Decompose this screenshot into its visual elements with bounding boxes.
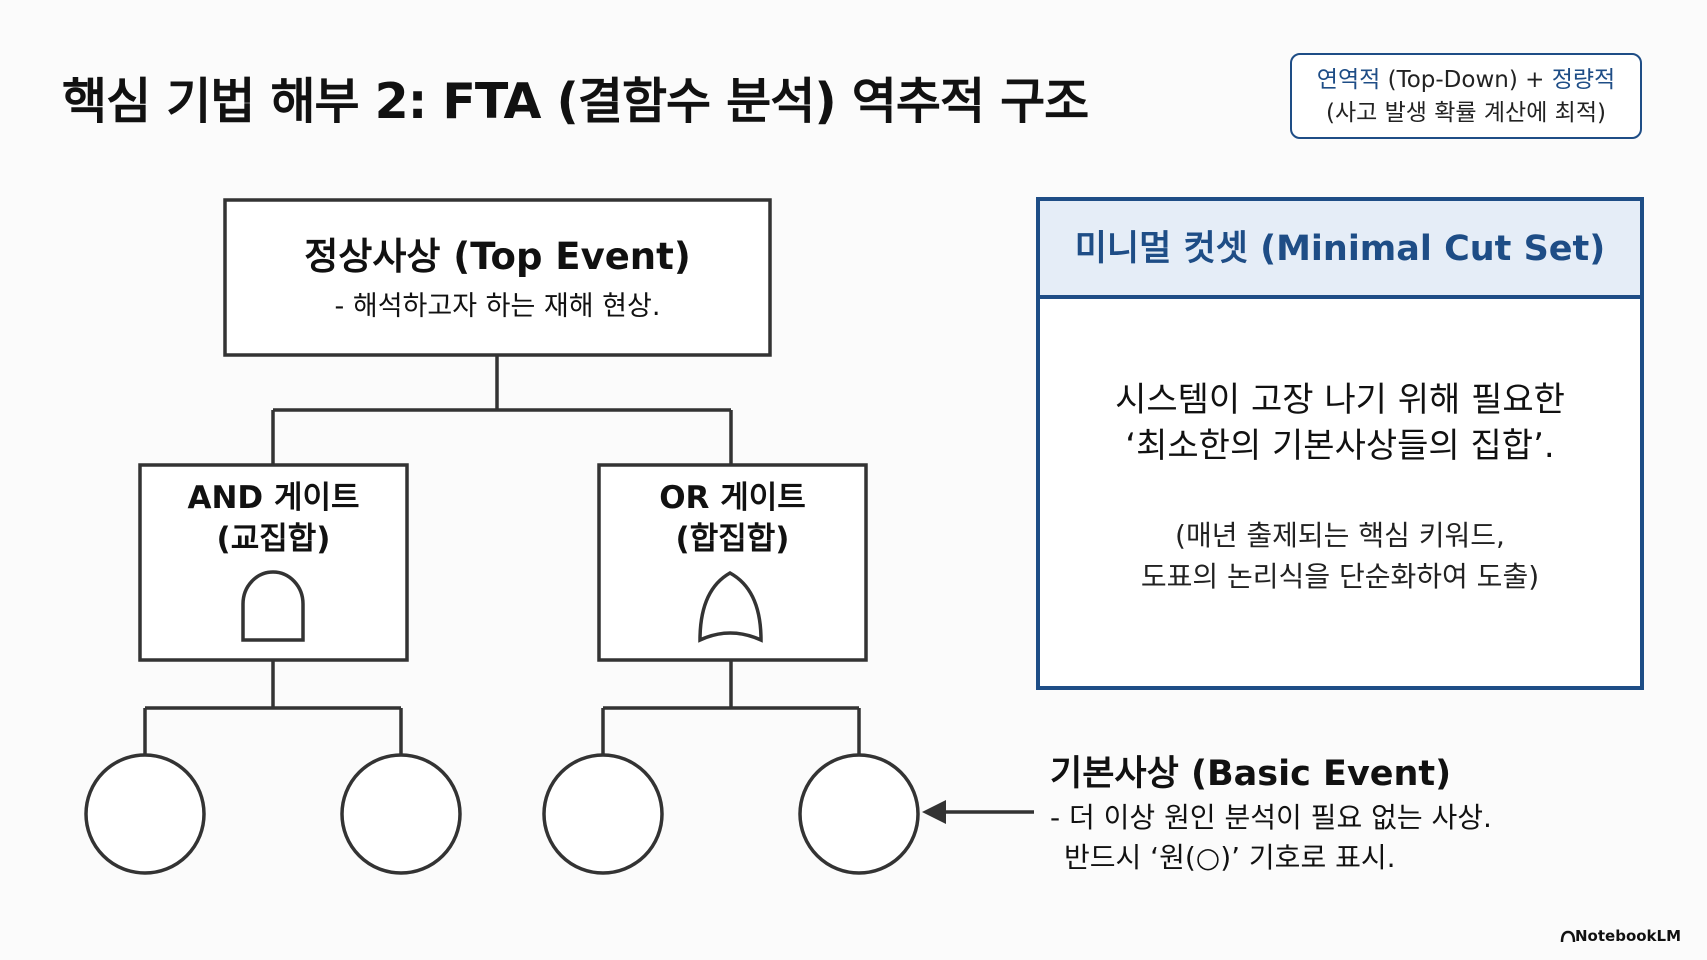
method-badge: 연역적 (Top-Down) + 정량적 (사고 발생 확률 계산에 최적)	[1290, 53, 1642, 139]
minimal-cut-set-header: 미니멀 컷셋 (Minimal Cut Set)	[1040, 201, 1640, 299]
page-title: 핵심 기법 해부 2: FTA (결함수 분석) 역추적 구조	[62, 73, 1089, 130]
badge-accent-quantitative: 정량적	[1551, 67, 1616, 93]
basic-event-title: 기본사상 (Basic Event)	[1050, 754, 1452, 794]
badge-line-2: (사고 발생 확률 계산에 최적)	[1326, 100, 1606, 126]
brand-label: NotebookLM	[1575, 927, 1682, 945]
badge-plain: (Top-Down) +	[1380, 67, 1552, 93]
definition-line-2: ‘최소한의 기본사상들의 집합’.	[1125, 426, 1555, 466]
or-gate-icon	[698, 570, 763, 643]
top-event-title: 정상사상 (Top Event)	[304, 235, 691, 278]
pointer-arrowhead-icon	[922, 800, 946, 824]
and-gate-subtitle: (교집합)	[216, 521, 331, 557]
badge-accent-deductive: 연역적	[1316, 67, 1381, 93]
top-event-box	[223, 198, 772, 357]
and-gate-icon	[241, 570, 305, 642]
and-gate-label: AND 게이트 (교집합)	[140, 478, 407, 560]
basic-event-annotation: 기본사상 (Basic Event) - 더 이상 원인 분석이 필요 없는 사…	[1050, 752, 1492, 878]
basic-event-circle	[340, 753, 462, 875]
and-gate-name: AND 게이트	[187, 480, 360, 516]
note-line-2: 도표의 논리식을 단순화하여 도출)	[1140, 560, 1540, 593]
minimal-cut-set-panel: 미니멀 컷셋 (Minimal Cut Set) 시스템이 고장 나기 위해 필…	[1036, 197, 1644, 690]
note-line-1: (매년 출제되는 핵심 키워드,	[1175, 519, 1505, 552]
or-gate-subtitle: (합집합)	[675, 521, 790, 557]
basic-event-circle	[84, 753, 206, 875]
notebooklm-logo-icon	[1560, 930, 1576, 943]
definition-line-1: 시스템이 고장 나기 위해 필요한	[1115, 380, 1565, 420]
basic-event-circle	[542, 753, 664, 875]
minimal-cut-set-note: (매년 출제되는 핵심 키워드, 도표의 논리식을 단순화하여 도출)	[1040, 515, 1640, 597]
or-gate-label: OR 게이트 (합집합)	[599, 478, 866, 560]
basic-event-desc-2: 반드시 ‘원(○)’ 기호로 표시.	[1064, 841, 1396, 874]
minimal-cut-set-definition: 시스템이 고장 나기 위해 필요한 ‘최소한의 기본사상들의 집합’.	[1040, 377, 1640, 469]
basic-event-circle	[798, 753, 920, 875]
basic-event-desc-1: - 더 이상 원인 분석이 필요 없는 사상.	[1050, 801, 1492, 834]
top-event-desc: - 해석하고자 하는 재해 현상.	[334, 291, 661, 322]
badge-line-1: 연역적 (Top-Down) + 정량적	[1292, 64, 1640, 97]
or-gate-name: OR 게이트	[659, 480, 806, 516]
